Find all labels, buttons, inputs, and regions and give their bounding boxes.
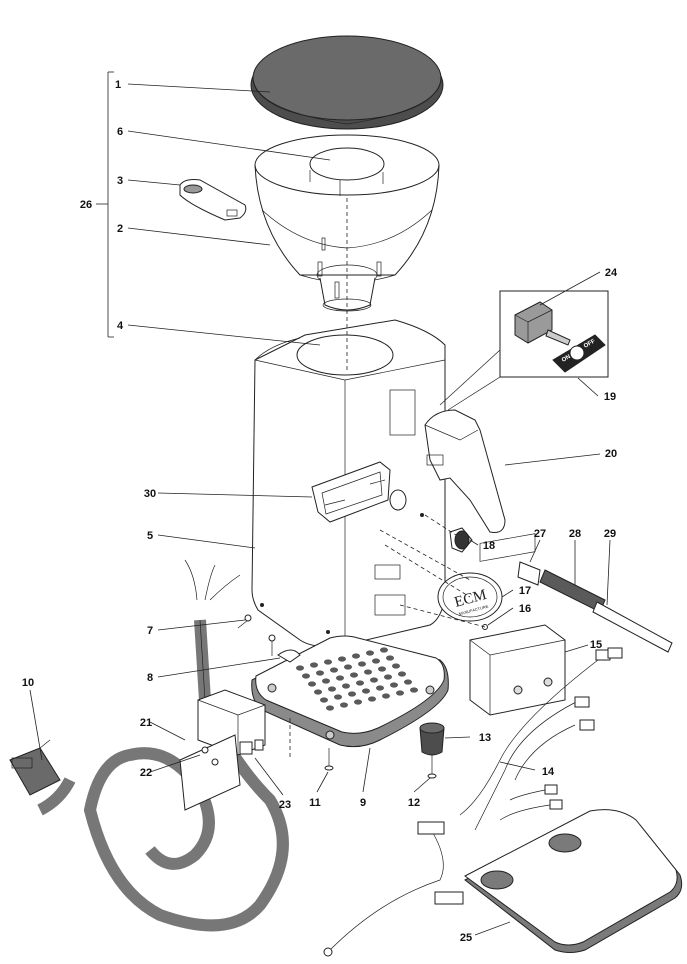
callout-21: 21 [140, 717, 152, 729]
base-hole [302, 673, 310, 679]
base-hole [366, 650, 374, 656]
base-hole [322, 678, 330, 684]
callout-9: 9 [360, 797, 366, 809]
callout-4: 4 [117, 320, 124, 332]
part-capacitor [179, 689, 266, 811]
callout-10: 10 [22, 677, 34, 689]
base-hole [382, 693, 390, 699]
base-hole [324, 659, 332, 665]
part-clip [179, 179, 247, 221]
part-foot [419, 722, 445, 756]
callout-3: 3 [117, 175, 123, 187]
base-hole [404, 679, 412, 685]
base-hole [372, 658, 380, 664]
part-timer-box [469, 533, 566, 716]
part-push-button [389, 489, 473, 553]
callout-13: 13 [479, 732, 491, 744]
part-cable-clamp [277, 649, 301, 663]
base-hole [356, 680, 364, 686]
callout-5: 5 [147, 530, 153, 542]
callout-29: 29 [604, 528, 616, 540]
callout-22: 22 [140, 767, 152, 779]
base-hole [308, 681, 316, 687]
base-hole [314, 689, 322, 695]
part-drip-tray [464, 809, 683, 953]
callout-19: 19 [604, 391, 616, 403]
part-cover [424, 409, 506, 533]
part-base-plate [251, 635, 449, 748]
base-hole [362, 688, 370, 694]
callout-18: 18 [483, 540, 495, 552]
base-hole [354, 699, 362, 705]
base-hole [310, 662, 318, 668]
callout-23: 23 [279, 799, 291, 811]
callout-16: 16 [519, 603, 531, 615]
base-hole [336, 675, 344, 681]
base-hole [364, 669, 372, 675]
callout-15: 15 [590, 639, 602, 651]
callout-17: 17 [519, 585, 531, 597]
assembly-axes [289, 198, 486, 760]
callout-26: 26 [80, 199, 92, 211]
part-rod-assembly [517, 561, 673, 653]
callout-28: 28 [569, 528, 581, 540]
base-hole [398, 671, 406, 677]
base-hole [320, 697, 328, 703]
callout-1: 1 [115, 79, 121, 91]
base-hole [352, 653, 360, 659]
base-hole [358, 661, 366, 667]
base-hole [342, 683, 350, 689]
base-hole [350, 672, 358, 678]
switch-on-text: ON [561, 354, 572, 364]
base-hole [392, 663, 400, 669]
base-hole [384, 674, 392, 680]
base-hole [340, 702, 348, 708]
base-hole [390, 682, 398, 688]
part-switch-inset: ON OFF [439, 290, 609, 411]
base-holes [296, 647, 418, 711]
base-hole [330, 667, 338, 673]
callout-27: 27 [534, 528, 546, 540]
base-hole [296, 665, 304, 671]
part-hopper-lid [250, 35, 444, 130]
base-hole [344, 664, 352, 670]
callout-20: 20 [605, 448, 617, 460]
base-hole [380, 647, 388, 653]
callout-25: 25 [460, 932, 472, 944]
base-hole [328, 686, 336, 692]
callout-6: 6 [117, 126, 123, 138]
part-power-cord [9, 559, 289, 932]
callout-30: 30 [144, 488, 156, 500]
base-hole [378, 666, 386, 672]
callout-7: 7 [147, 625, 153, 637]
callout-12: 12 [408, 797, 420, 809]
leader-lines [29, 71, 611, 936]
base-hole [338, 656, 346, 662]
base-hole [396, 690, 404, 696]
callout-2: 2 [117, 223, 123, 235]
part-bracket [311, 461, 391, 523]
part-screws [237, 614, 437, 779]
base-hole [368, 696, 376, 702]
part-hopper-disc [309, 147, 385, 196]
callout-8: 8 [147, 672, 153, 684]
base-hole [370, 677, 378, 683]
base-hole [348, 691, 356, 697]
base-hole [386, 655, 394, 661]
callout-11: 11 [309, 797, 321, 809]
part-wiring-harness [323, 647, 623, 957]
base-hole [376, 685, 384, 691]
callout-24: 24 [605, 267, 618, 279]
base-hole [326, 705, 334, 711]
callout-14: 14 [542, 766, 555, 778]
callout-labels: 1 2 3 4 5 6 7 8 9 10 11 12 13 14 15 16 1… [22, 79, 618, 944]
switch-off-text: OFF [583, 338, 597, 349]
base-hole [410, 687, 418, 693]
base-hole [316, 670, 324, 676]
base-hole [334, 694, 342, 700]
